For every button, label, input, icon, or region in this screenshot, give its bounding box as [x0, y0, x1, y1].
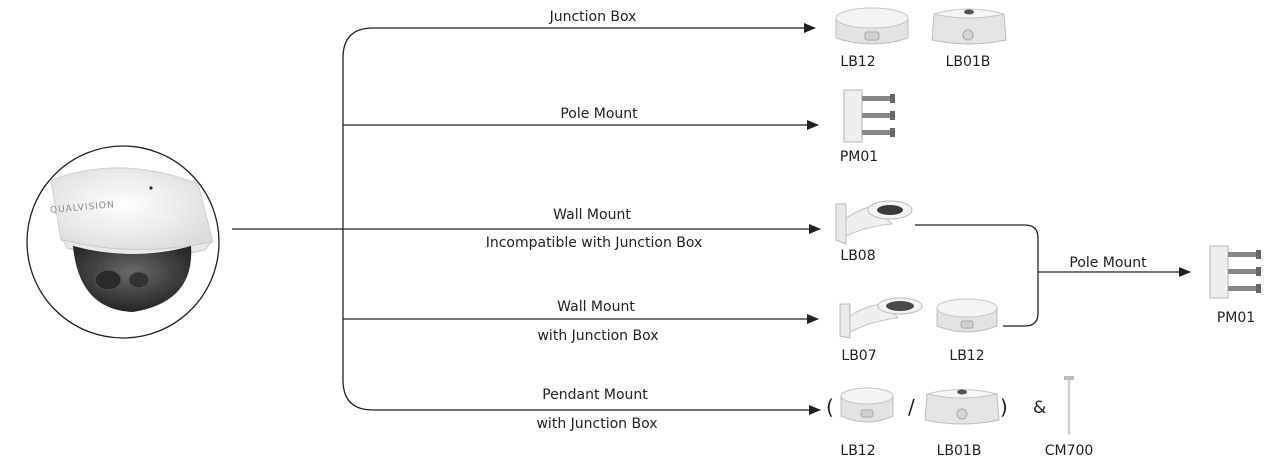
route-sublabel-with-jb: with Junction Box	[537, 328, 659, 344]
lb01b-junction-box-image-2	[924, 389, 1000, 425]
lb12-junction-box-image-3	[840, 387, 894, 423]
pm01-pole-mount-image-2	[1209, 245, 1261, 299]
product-code-lb12: LB12	[840, 54, 876, 70]
route-label-junction-box: Junction Box	[549, 9, 637, 25]
product-code-pm01-2: PM01	[1216, 310, 1256, 326]
route-label-wall-mount-jb: Wall Mount	[557, 299, 635, 315]
lb12-junction-box-image-2	[936, 298, 998, 333]
lb07-wall-mount-image	[839, 297, 923, 339]
lb01b-junction-box-image	[931, 8, 1007, 45]
product-code-cm700: CM700	[1044, 443, 1094, 459]
product-code-pm01: PM01	[839, 149, 879, 165]
pm01-pole-mount-image	[843, 89, 895, 143]
dome-camera-illustration	[26, 145, 220, 339]
route-label-wall-mount: Wall Mount	[553, 207, 631, 223]
ampersand: &	[1033, 398, 1047, 418]
open-paren: (	[826, 395, 834, 419]
pendant-branch-line	[342, 379, 821, 415]
product-code-lb07: LB07	[841, 348, 877, 364]
route-sublabel-incompatible: Incompatible with Junction Box	[485, 235, 703, 251]
route-label-pendant-mount: Pendant Mount	[542, 387, 648, 403]
close-paren: )	[1000, 395, 1008, 419]
product-code-lb01b-2: LB01B	[936, 443, 982, 459]
product-code-lb01b: LB01B	[945, 54, 991, 70]
product-code-lb08: LB08	[840, 248, 876, 264]
route-label-pole-mount-right: Pole Mount	[1069, 255, 1147, 271]
route-label-pole-mount: Pole Mount	[560, 106, 638, 122]
product-code-lb12-3: LB12	[840, 443, 876, 459]
lb08-wall-mount-image	[835, 200, 913, 245]
bracket-line	[915, 224, 1039, 327]
route-sublabel-pendant-jb: with Junction Box	[536, 416, 658, 432]
product-code-lb12-2: LB12	[949, 348, 985, 364]
trunk-line	[342, 23, 816, 59]
cm700-pendant-image	[1064, 376, 1074, 435]
lb12-junction-box-image	[835, 7, 909, 45]
slash-separator: /	[908, 395, 915, 419]
